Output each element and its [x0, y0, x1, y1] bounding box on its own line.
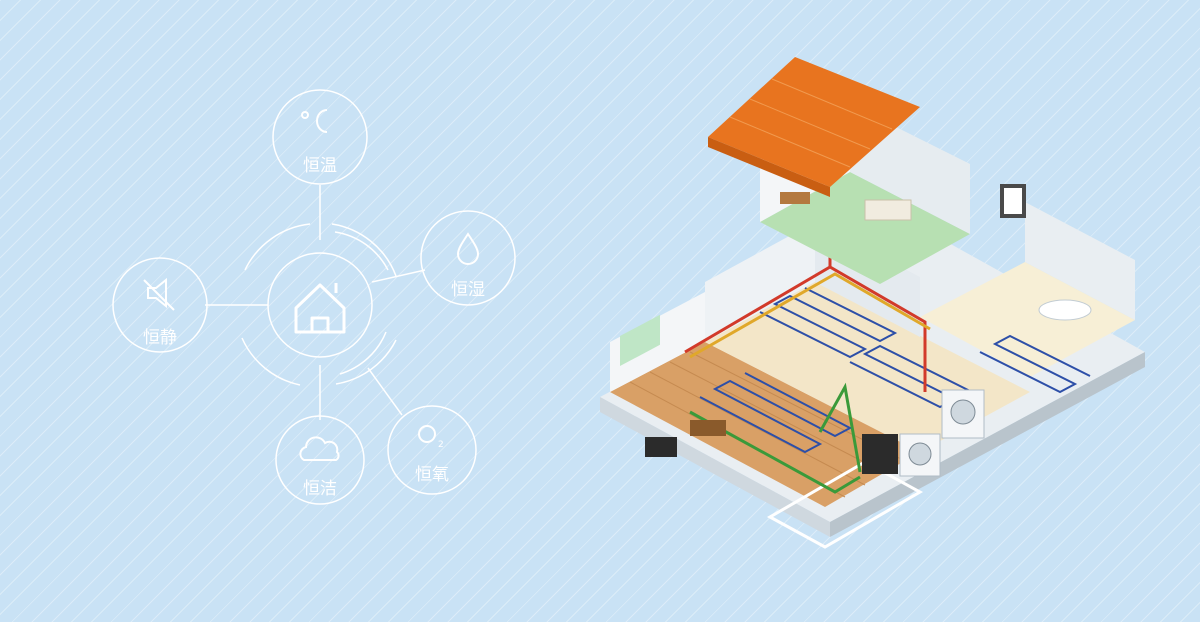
hub-arc-outer — [244, 223, 311, 271]
desk — [780, 192, 810, 204]
hub-arc-outer-2 — [331, 223, 397, 277]
hub-circle — [267, 252, 373, 358]
upper-floor — [760, 172, 970, 284]
node-label-quiet: 恒静 — [143, 328, 177, 348]
house-icon — [294, 283, 346, 334]
roof-front — [708, 57, 920, 187]
roof-side — [708, 137, 830, 197]
tv-unit — [645, 437, 677, 457]
coffee-table — [690, 420, 726, 436]
oxygen-subscript: 2 — [438, 440, 444, 450]
right-wall — [1025, 202, 1135, 320]
roof-tiles — [729, 78, 893, 168]
ground-slab-edge-2 — [830, 352, 1145, 537]
hub-arc-outer-4 — [241, 337, 301, 386]
muted-speaker-icon — [143, 277, 175, 311]
water-drop-icon — [456, 232, 480, 265]
oxygen-icon — [418, 425, 436, 443]
balcony-railing — [766, 460, 924, 549]
hub-arc-inner — [334, 231, 389, 271]
heat-pump-fan-1 — [950, 399, 976, 425]
heat-pump-fan-2 — [908, 442, 932, 466]
hub-arc-inner-2 — [339, 331, 387, 375]
node-circle-quiet — [112, 257, 208, 353]
living-room-floor — [610, 342, 920, 507]
house-cutaway-illustration — [600, 57, 1145, 549]
celsius-icon — [301, 109, 328, 133]
upper-window-glass — [1004, 188, 1022, 214]
cloud-icon — [299, 436, 340, 461]
indoor-unit — [862, 434, 898, 474]
node-circle-humidity — [420, 210, 516, 306]
node-label-temp: 恒温 — [303, 156, 337, 176]
middle-wall — [705, 222, 815, 342]
hub-arc-outer-3 — [335, 339, 397, 385]
connector-humidity — [371, 269, 426, 283]
node-circle-oxygen — [387, 405, 477, 495]
living-room-window — [620, 314, 660, 367]
connector-oxygen — [367, 367, 403, 416]
node-label-clean: 恒洁 — [303, 479, 337, 499]
node-circle-clean — [275, 415, 365, 505]
node-label-oxygen: 恒氧 — [415, 465, 449, 485]
ground-slab-edge — [600, 397, 830, 537]
node-circle-temp — [272, 89, 368, 185]
node-label-humidity: 恒湿 — [451, 280, 485, 300]
bathtub — [1038, 299, 1092, 321]
bed — [864, 199, 912, 221]
hub-diagram: 2 — [112, 89, 516, 505]
bathroom-floor — [920, 262, 1135, 377]
